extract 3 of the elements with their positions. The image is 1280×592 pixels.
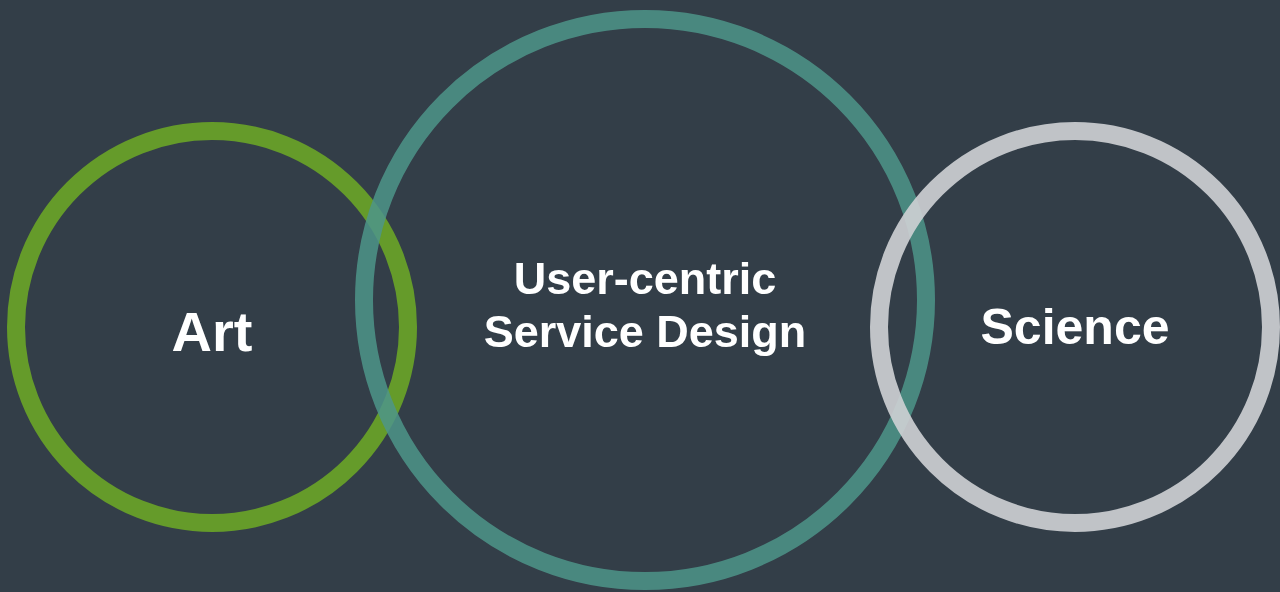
circle-label: User-centric Service Design [482, 251, 808, 359]
circle-label: Art [170, 298, 254, 365]
circle-label: Science [979, 297, 1171, 357]
